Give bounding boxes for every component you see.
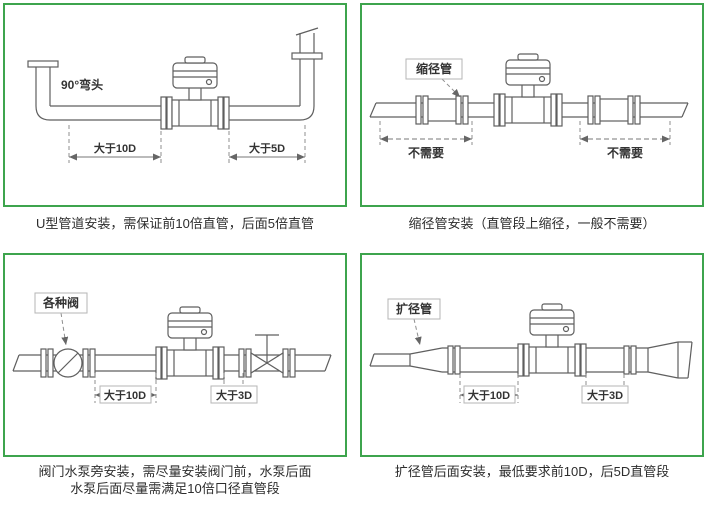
- flange-pair: [587, 95, 601, 125]
- dimension-right: 大于3D: [210, 373, 258, 404]
- panel-expander-installation: 扩径管 大于10D 大于3D: [360, 253, 704, 457]
- flange-pair: [627, 95, 641, 125]
- dim-right-label: 不需要: [607, 145, 643, 160]
- caption-line-2: 水泵后面尽量需满足10倍口径直管段: [70, 481, 280, 496]
- component-label: 扩径管: [387, 298, 441, 346]
- caption-u-pipe: U型管道安装，需保证前10倍直管，后面5倍直管: [35, 216, 315, 231]
- flowmeter: [517, 303, 587, 377]
- u-pipe-diagram: 90°弯头 大于10D 大于5D: [27, 27, 323, 163]
- caption-line-1: 阀门水泵旁安装，需尽量安装阀门前，水泵后面: [38, 464, 312, 479]
- flange-top-right: [291, 52, 323, 60]
- flange-pair: [282, 348, 296, 378]
- component-label: 缩径管: [405, 58, 463, 98]
- dim-right-label: 大于5D: [249, 141, 285, 155]
- valves-label: 各种阀: [42, 295, 79, 310]
- component-label: 各种阀: [34, 292, 88, 346]
- flange-pair: [82, 348, 96, 378]
- dim-right-label: 大于3D: [587, 388, 623, 402]
- flange-pair: [623, 345, 637, 375]
- panel-valve-pump-installation: 各种阀 大于10D 大于3D: [3, 253, 347, 457]
- panel-reducer-installation: 缩径管 不需要 不需要: [360, 3, 704, 207]
- flowmeter: [160, 56, 230, 130]
- elbow-label: 90°弯头: [61, 77, 103, 92]
- valve-left: [40, 348, 96, 378]
- panel-u-pipe-installation: 90°弯头 大于10D 大于5D: [3, 3, 347, 207]
- u-pipe: [27, 27, 323, 121]
- dimension-left: 不需要: [379, 121, 473, 160]
- flange-pair: [455, 95, 469, 125]
- flange-pair: [447, 345, 461, 375]
- caption-valve-pump: 阀门水泵旁安装，需尽量安装阀门前，水泵后面 水泵后面尽量需满足10倍口径直管段: [3, 463, 347, 497]
- dimension-right: 大于5D: [228, 125, 306, 163]
- expander-label: 扩径管: [396, 301, 432, 316]
- reducer-label: 缩径管: [416, 61, 452, 76]
- reducer-diagram: 缩径管 不需要 不需要: [369, 53, 689, 160]
- dim-left-label: 大于10D: [104, 388, 146, 402]
- dimension-right: 不需要: [579, 121, 671, 160]
- reducer-spool-right: [597, 98, 631, 122]
- dimension-left: 大于10D: [94, 373, 157, 404]
- caption-expander: 扩径管后面安装，最低要求前10D，后5D直管段: [394, 464, 670, 479]
- valve-diagram: 各种阀 大于10D 大于3D: [12, 292, 332, 404]
- flange-pair: [238, 348, 252, 378]
- flange-pair: [415, 95, 429, 125]
- reducer-spool-left: [425, 98, 459, 122]
- flowmeter: [155, 306, 225, 380]
- dimension-left: 大于10D: [68, 125, 162, 163]
- dim-right-label: 大于3D: [216, 388, 252, 402]
- dimension-right: 大于3D: [581, 374, 629, 404]
- dimension-left: 大于10D: [459, 374, 519, 404]
- dim-left-label: 大于10D: [94, 141, 136, 155]
- caption-reducer: 缩径管安装（直管段上缩径，一般不需要）: [408, 216, 656, 231]
- valve-right: [238, 334, 296, 378]
- flange-top-left: [27, 60, 59, 68]
- dim-left-label: 不需要: [408, 145, 444, 160]
- expander-diagram: 扩径管 大于10D 大于3D: [369, 298, 693, 404]
- dim-left-label: 大于10D: [468, 388, 510, 402]
- flange-pair: [40, 348, 54, 378]
- flowmeter: [493, 53, 563, 127]
